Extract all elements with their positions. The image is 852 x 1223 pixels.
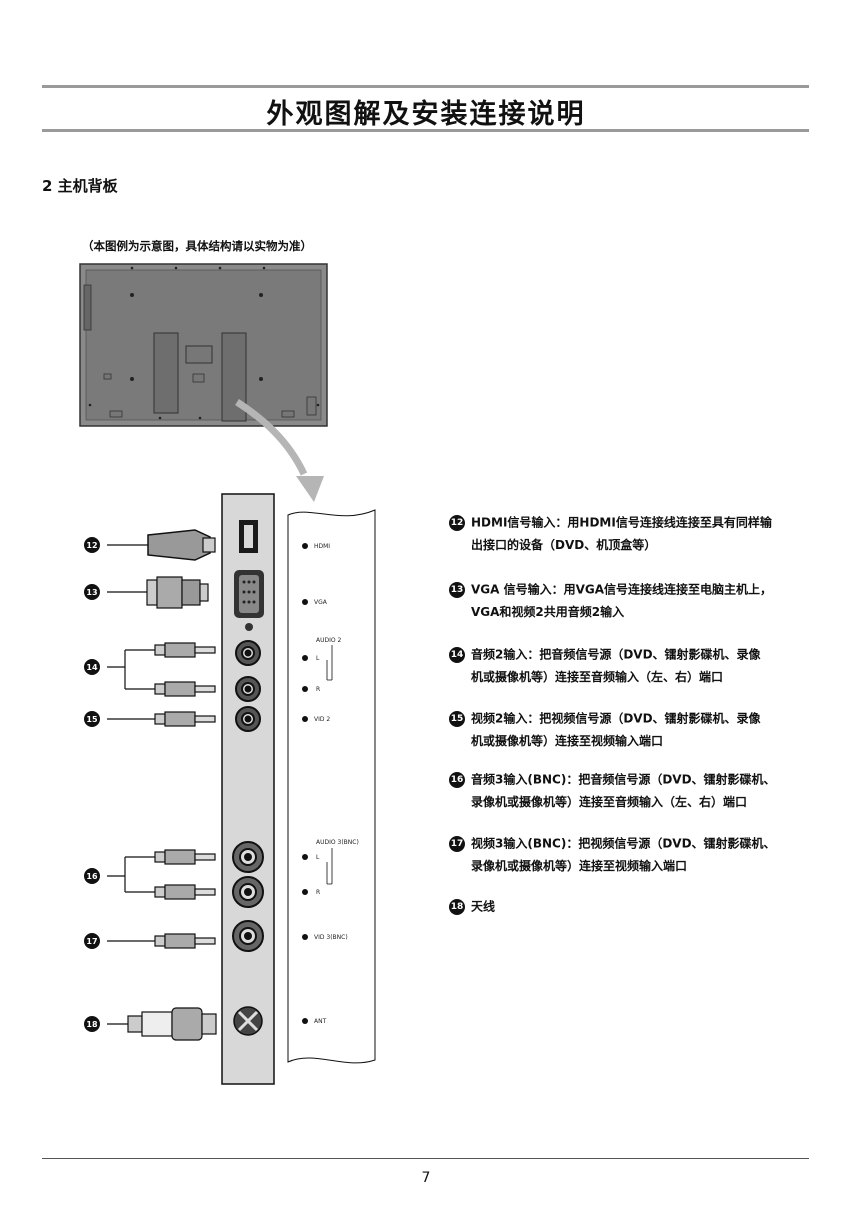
- description-17: 17 视频3输入(BNC)：把视频信号源（DVD、镭射影碟机、 录像机或摄像机等）…: [449, 832, 789, 877]
- description-18: 18 天线: [449, 895, 789, 918]
- callout-13: 13: [86, 588, 97, 597]
- label-panel: HDMI VGA AUDIO 2 L R VID 2 AUDIO 3(BNC) …: [287, 509, 376, 1064]
- audio3-r-label: R: [316, 889, 320, 896]
- description-number: 18: [449, 898, 465, 915]
- description-text: 视频3输入(BNC)：把视频信号源（DVD、镭射影碟机、: [471, 836, 776, 851]
- description-text-cont: 录像机或摄像机等）连接至音频输入（左、右）端口: [471, 794, 748, 809]
- description-text-cont: 录像机或摄像机等）连接至视频输入端口: [471, 858, 688, 873]
- title-underline: [42, 129, 809, 132]
- diagram-caption: （本图例为示意图，具体结构请以实物为准）: [82, 239, 312, 253]
- description-text: 天线: [471, 899, 496, 914]
- cables: [107, 529, 217, 1041]
- callout-markers: 12 13 14 15 16 17 18: [84, 537, 100, 1032]
- description-number: 17: [449, 835, 465, 852]
- description-text-cont: VGA和视频2共用音频2输入: [471, 604, 625, 619]
- callout-12: 12: [86, 541, 97, 550]
- vga-label: VGA: [314, 599, 328, 606]
- hdmi-label: HDMI: [314, 543, 330, 550]
- description-13: 13 VGA 信号输入：用VGA信号连接线连接至电脑主机上， VGA和视频2共用音…: [449, 578, 789, 623]
- description-text: 音频2输入：把音频信号源（DVD、镭射影碟机、录像: [471, 647, 761, 662]
- description-text-cont: 机或摄像机等）连接至音频输入（左、右）端口: [471, 669, 724, 684]
- ant-label: ANT: [314, 1018, 327, 1025]
- audio3-l-label: L: [316, 854, 320, 861]
- description-text-cont: 机或摄像机等）连接至视频输入端口: [471, 733, 664, 748]
- description-number: 14: [449, 646, 465, 663]
- description-14: 14 音频2输入：把音频信号源（DVD、镭射影碟机、录像 机或摄像机等）连接至音频…: [449, 643, 789, 688]
- page-title: 外观图解及安装连接说明: [266, 99, 586, 130]
- description-16: 16 音频3输入(BNC)：把音频信号源（DVD、镭射影碟机、 录像机或摄像机等）…: [449, 768, 789, 813]
- footer-rule: [42, 1158, 809, 1159]
- description-number: 12: [449, 514, 465, 531]
- description-text: HDMI信号输入：用HDMI信号连接线连接至具有同样输: [471, 515, 772, 530]
- section-heading: 2 主机背板: [42, 177, 118, 195]
- description-number: 15: [449, 710, 465, 727]
- vid2-label: VID 2: [314, 716, 330, 723]
- connector-panel: [221, 493, 275, 1085]
- callout-17: 17: [86, 937, 97, 946]
- description-text: 音频3输入(BNC)：把音频信号源（DVD、镭射影碟机、: [471, 772, 776, 787]
- callout-14: 14: [86, 663, 98, 672]
- description-15: 15 视频2输入：把视频信号源（DVD、镭射影碟机、录像 机或摄像机等）连接至视频…: [449, 707, 789, 752]
- description-number: 13: [449, 581, 465, 598]
- description-12: 12 HDMI信号输入：用HDMI信号连接线连接至具有同样输 出接口的设备（DVD…: [449, 511, 789, 556]
- callout-15: 15: [86, 715, 98, 724]
- description-text: VGA 信号输入：用VGA信号连接线连接至电脑主机上，: [471, 582, 773, 597]
- vga-port: [234, 570, 264, 631]
- audio2-r-label: R: [316, 686, 320, 693]
- audio2-label: AUDIO 2: [316, 637, 342, 644]
- callout-16: 16: [86, 872, 98, 881]
- zoom-arrow: [235, 399, 324, 502]
- description-text: 视频2输入：把视频信号源（DVD、镭射影碟机、录像: [471, 711, 761, 726]
- audio3-label: AUDIO 3(BNC): [316, 839, 359, 846]
- description-text-cont: 出接口的设备（DVD、机顶盒等）: [471, 537, 657, 552]
- bnc-ports: [232, 841, 264, 952]
- audio2-l-label: L: [316, 655, 320, 662]
- top-rule: [42, 85, 809, 88]
- description-number: 16: [449, 771, 465, 788]
- rca-ports: [235, 640, 261, 732]
- hdmi-port: [239, 520, 258, 553]
- callout-18: 18: [86, 1020, 98, 1029]
- vid3-label: VID 3(BNC): [314, 934, 348, 941]
- antenna-port: [233, 1006, 263, 1036]
- page-number: 7: [421, 1170, 431, 1186]
- tv-back-illustration: [79, 263, 328, 427]
